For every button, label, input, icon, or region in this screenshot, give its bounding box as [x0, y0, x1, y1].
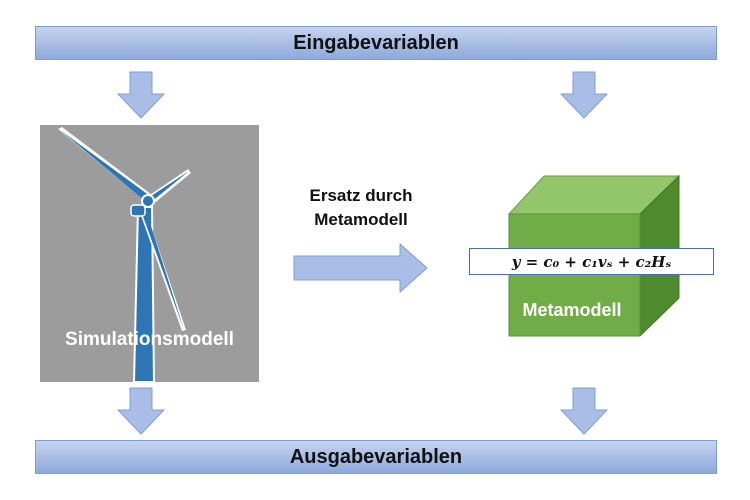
metamodel-label: Metamodell: [522, 300, 622, 320]
input-variables-bar: Eingabevariablen: [35, 26, 717, 60]
arrow-down-input-left: [116, 71, 166, 119]
replacement-line-1: Ersatz durch: [309, 186, 413, 205]
formula-text: y = c₀ + c₁vₛ + c₂Hₛ: [511, 252, 672, 271]
input-variables-label: Eingabevariablen: [293, 31, 459, 54]
simulation-model-box: Simulationsmodell: [40, 125, 259, 382]
output-variables-label: Ausgabevariablen: [289, 445, 463, 468]
arrow-right-replacement: [293, 242, 428, 294]
metamodel-cube: [507, 174, 681, 338]
simulation-model-label: Simulationsmodell: [65, 329, 234, 350]
arrow-down-output-left: [116, 387, 166, 435]
wind-turbine-icon: [58, 127, 191, 382]
arrow-down-input-right: [559, 71, 609, 119]
replacement-label: Ersatz durch Metamodell: [286, 184, 436, 232]
arrow-down-output-right: [559, 387, 609, 435]
output-variables-bar: Ausgabevariablen: [35, 440, 717, 474]
metamodel-formula: y = c₀ + c₁vₛ + c₂Hₛ: [469, 248, 714, 275]
replacement-line-2: Metamodell: [314, 210, 408, 229]
